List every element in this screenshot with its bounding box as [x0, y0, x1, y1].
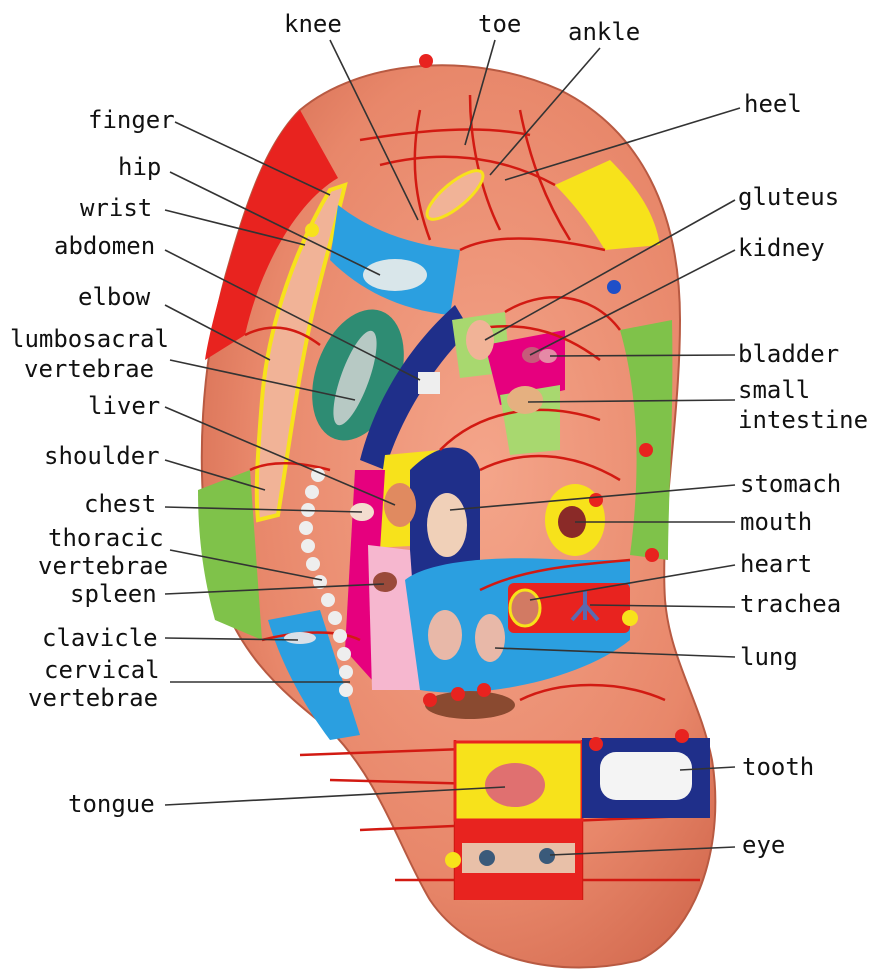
label-mouth: mouth — [740, 508, 812, 536]
eye-image — [462, 843, 575, 873]
label-toe: toe — [478, 10, 521, 38]
abdomen-image — [418, 372, 440, 394]
label-cervical-line1: cervical — [44, 656, 160, 684]
label-hip: hip — [118, 153, 161, 181]
label-spleen: spleen — [70, 580, 157, 608]
label-lung: lung — [740, 643, 798, 671]
hip-bone — [363, 259, 427, 291]
label-abdomen: abdomen — [54, 232, 155, 260]
stomach-image — [427, 493, 467, 557]
label-ankle: ankle — [568, 18, 640, 46]
label-small-intestine-line2: intestine — [738, 406, 868, 434]
label-chest: chest — [84, 490, 156, 518]
label-gluteus: gluteus — [738, 183, 839, 211]
label-small-intestine-line1: small — [738, 376, 810, 404]
label-trachea: trachea — [740, 590, 841, 618]
label-bladder: bladder — [738, 340, 839, 368]
intestine-image — [507, 386, 543, 414]
label-elbow: elbow — [78, 283, 151, 311]
heart-image — [510, 590, 540, 626]
lung-left-image — [428, 610, 462, 660]
label-heart: heart — [740, 550, 812, 578]
label-liver: liver — [88, 392, 160, 420]
label-eye: eye — [742, 831, 785, 859]
kidney-image — [522, 347, 542, 363]
eye-right-iris — [539, 848, 555, 864]
label-finger: finger — [88, 106, 175, 134]
label-stomach: stomach — [740, 470, 841, 498]
label-wrist: wrist — [80, 194, 152, 222]
label-kidney: kidney — [738, 234, 825, 262]
clavicle-image — [284, 632, 316, 644]
liver-image — [384, 483, 416, 527]
label-heel: heel — [744, 90, 802, 118]
tooth-image — [600, 752, 692, 800]
label-cervical-line2: vertebrae — [28, 684, 158, 712]
label-shoulder: shoulder — [44, 442, 160, 470]
label-thoracic-line1: thoracic — [48, 524, 164, 552]
label-tooth: tooth — [742, 753, 814, 781]
label-lumbosacral-line1: lumbosacral — [10, 325, 169, 353]
label-knee: knee — [284, 10, 342, 38]
gluteus-image — [466, 320, 494, 360]
label-thoracic-line2: vertebrae — [38, 552, 168, 580]
eye-left-iris — [479, 850, 495, 866]
label-lumbosacral-line2: vertebrae — [24, 355, 154, 383]
tongue-image — [485, 763, 545, 807]
spleen-image — [373, 572, 397, 592]
ear-canal — [425, 691, 515, 719]
lung-right-image — [475, 614, 505, 662]
label-tongue: tongue — [68, 790, 155, 818]
label-clavicle: clavicle — [42, 624, 158, 652]
